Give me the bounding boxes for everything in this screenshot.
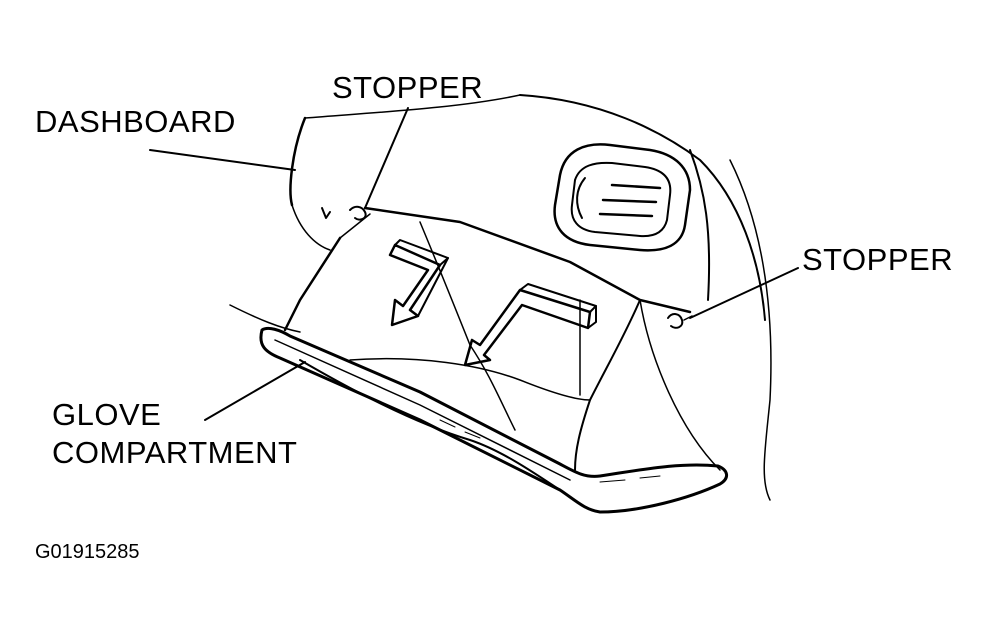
compartment-opening-edge — [363, 206, 692, 314]
dashboard-side-curve — [639, 299, 721, 471]
stopper-right-label: STOPPER — [802, 242, 954, 277]
compartment-lid-underside — [299, 359, 561, 491]
dashboard-left-edge — [291, 204, 331, 251]
left-stopper-mark — [321, 205, 367, 221]
compartment-back-line — [419, 221, 471, 346]
figure-id: G01915285 — [35, 541, 140, 563]
compartment-left-wall — [283, 236, 342, 332]
glove-leader-line — [204, 361, 306, 421]
dashboard-label: DASHBOARD — [35, 104, 236, 139]
glove-label-line1: GLOVE — [52, 397, 162, 432]
glove-label-line2: COMPARTMENT — [52, 435, 298, 470]
dashboard-lower-curve — [229, 304, 301, 333]
dashboard-top-inner — [304, 94, 521, 119]
compartment-floor-line — [349, 357, 591, 401]
compartment-lid-inner — [274, 339, 571, 481]
stopper-top-label: STOPPER — [332, 70, 484, 105]
dashboard-right-curve — [689, 149, 711, 301]
removal-arrow-right — [463, 283, 597, 367]
compartment-inner-diagonal — [469, 344, 516, 431]
right-stopper-mark — [667, 313, 693, 329]
dashboard-top-edge — [519, 94, 766, 321]
dashboard-far-right-curve — [729, 159, 772, 501]
dashboard-leader-line — [149, 149, 296, 171]
stopper-top-leader-line — [364, 107, 409, 209]
removal-arrow-left — [388, 239, 449, 327]
compartment-lid-rim — [259, 326, 728, 514]
lid-shading — [439, 419, 661, 483]
air-vent — [553, 143, 692, 252]
stopper-right-leader-line — [689, 267, 799, 319]
compartment-right-wall — [574, 299, 641, 471]
dashboard-outline — [289, 116, 307, 207]
